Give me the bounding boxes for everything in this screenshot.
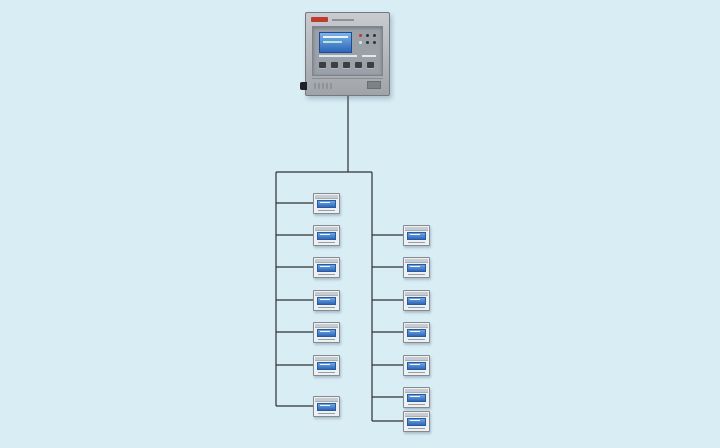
- detector-label-lines: [408, 338, 425, 342]
- detector-label-lines: [318, 209, 335, 213]
- detector-header: [405, 388, 428, 393]
- detector-display: [317, 402, 336, 411]
- side-knob: [300, 82, 307, 90]
- detector-header: [405, 356, 428, 361]
- detector-display: [407, 263, 426, 272]
- vent-slots: [314, 83, 332, 89]
- brand-logo: [311, 17, 328, 22]
- detector-header: [405, 412, 428, 417]
- gas-detector-right-3: [403, 289, 430, 311]
- detector-display: [407, 393, 426, 402]
- gas-detector-right-4: [403, 321, 430, 343]
- detector-display: [317, 231, 336, 240]
- detector-header: [405, 291, 428, 296]
- detector-label-lines: [318, 306, 335, 310]
- controller-buttons: [319, 62, 376, 69]
- gas-detector-left-4: [313, 289, 340, 311]
- gas-detector-left-2: [313, 224, 340, 246]
- gas-detector-left-7: [313, 395, 340, 417]
- gas-detector-right-5: [403, 354, 430, 376]
- cabinet-groove: [312, 78, 383, 79]
- detector-display: [407, 361, 426, 370]
- gas-detector-left-3: [313, 256, 340, 278]
- detector-header: [315, 356, 338, 361]
- detector-display: [317, 296, 336, 305]
- status-led-cluster: [357, 33, 381, 49]
- gas-detector-left-5: [313, 321, 340, 343]
- detector-header: [315, 323, 338, 328]
- detector-header: [405, 226, 428, 231]
- detector-display: [407, 296, 426, 305]
- controller-lcd-screen: [319, 32, 352, 53]
- detector-label-lines: [318, 241, 335, 245]
- detector-display: [317, 199, 336, 208]
- gas-detector-right-2: [403, 256, 430, 278]
- detector-header: [405, 258, 428, 263]
- detector-display: [407, 231, 426, 240]
- detector-header: [315, 194, 338, 199]
- detector-label-lines: [408, 427, 425, 431]
- detector-display: [317, 263, 336, 272]
- controller-front-panel: [312, 26, 383, 76]
- detector-display: [317, 328, 336, 337]
- controller-terminal-area: [312, 75, 383, 91]
- detector-header: [405, 323, 428, 328]
- detector-label-lines: [318, 412, 335, 416]
- detector-label-lines: [318, 371, 335, 375]
- gas-detector-right-7: [403, 410, 430, 432]
- detector-display: [407, 328, 426, 337]
- gas-detector-left-6: [313, 354, 340, 376]
- controller-unit: [300, 12, 390, 96]
- detector-label-lines: [408, 306, 425, 310]
- detector-label-lines: [318, 338, 335, 342]
- detector-label-lines: [318, 273, 335, 277]
- panel-label-lines: [319, 55, 378, 58]
- detector-label-lines: [408, 273, 425, 277]
- controller-top-strip: [308, 15, 387, 24]
- gas-detector-left-1: [313, 192, 340, 214]
- detector-header: [315, 291, 338, 296]
- brand-text-placeholder: [332, 19, 354, 21]
- detector-display: [407, 417, 426, 426]
- detector-header: [315, 397, 338, 402]
- detector-label-lines: [408, 371, 425, 375]
- gas-detector-right-6: [403, 386, 430, 408]
- detector-label-lines: [408, 241, 425, 245]
- detector-header: [315, 258, 338, 263]
- detector-label-lines: [408, 403, 425, 407]
- gas-detector-right-1: [403, 224, 430, 246]
- terminal-port: [367, 81, 381, 89]
- detector-display: [317, 361, 336, 370]
- detector-header: [315, 226, 338, 231]
